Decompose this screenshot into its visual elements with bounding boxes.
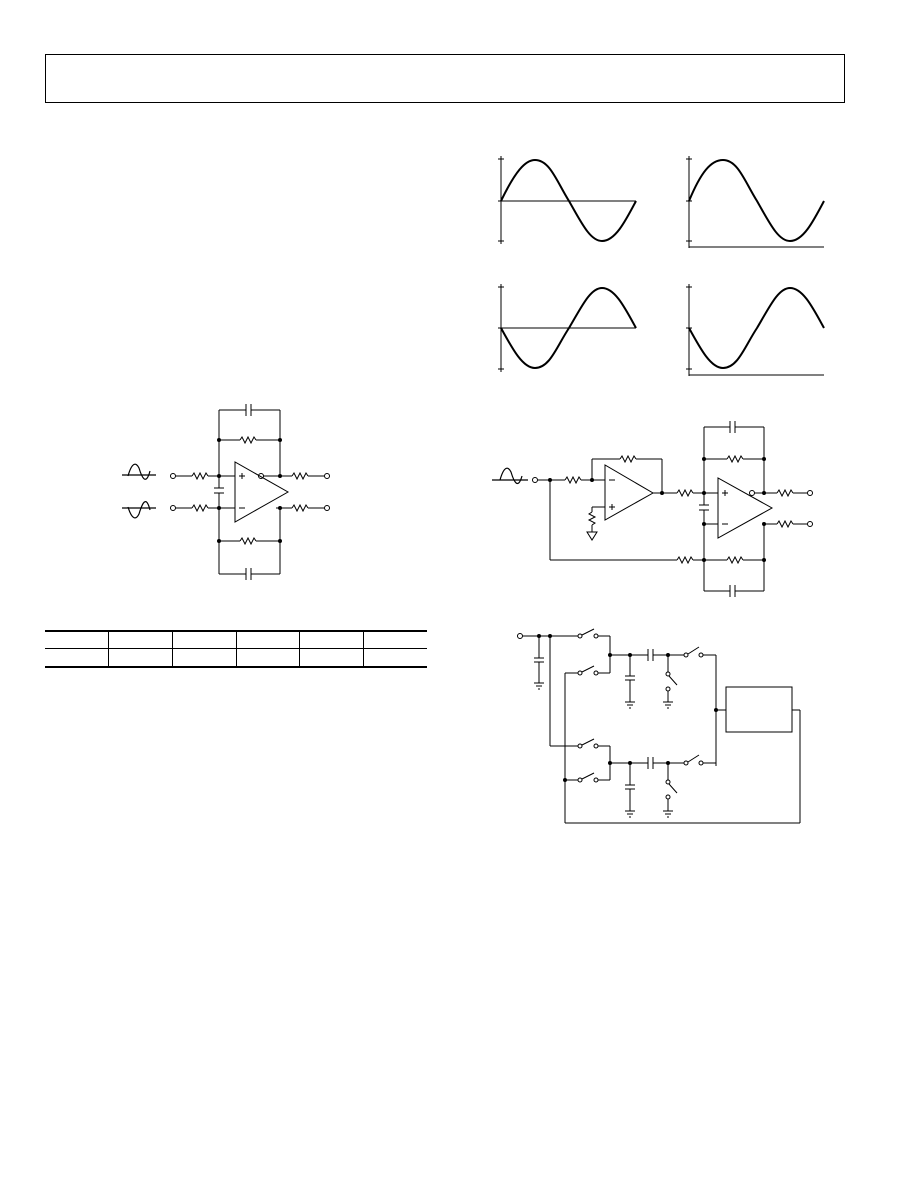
switched-capacitor-circuit xyxy=(510,628,810,828)
opamp-icon xyxy=(717,477,774,539)
sine-source-icon xyxy=(122,464,156,479)
waveform-top-right xyxy=(683,152,833,248)
header-box xyxy=(45,54,845,103)
ground-icon xyxy=(586,531,598,541)
sine-curve xyxy=(501,288,636,368)
waveform-bottom-right xyxy=(683,280,833,376)
sine-curve xyxy=(689,160,824,241)
resistor-icon xyxy=(240,538,256,544)
resistor-icon xyxy=(620,456,636,462)
resistor-icon xyxy=(777,521,793,527)
single-ended-to-differential-circuit xyxy=(490,420,830,598)
block-box xyxy=(726,687,792,732)
resistor-icon xyxy=(292,505,308,511)
data-table xyxy=(45,630,427,668)
resistor-icon xyxy=(292,473,308,479)
opamp-icon xyxy=(604,464,655,521)
waveform-top-left xyxy=(495,152,645,248)
resistor-icon xyxy=(565,477,581,483)
table-col-divider xyxy=(108,630,109,668)
table-col-divider xyxy=(299,630,300,668)
resistor-icon xyxy=(192,505,208,511)
sine-source-icon xyxy=(492,468,528,483)
differential-amplifier-circuit xyxy=(110,400,350,585)
table-col-divider xyxy=(236,630,237,668)
resistor-icon xyxy=(727,557,743,563)
waveform-bottom-left xyxy=(495,280,645,376)
sine-curve xyxy=(689,288,824,368)
table-col-divider xyxy=(172,630,173,668)
resistor-icon xyxy=(677,557,693,563)
opamp-icon xyxy=(234,461,290,523)
resistor-icon xyxy=(677,490,693,496)
resistor-icon xyxy=(192,473,208,479)
resistor-icon xyxy=(727,456,743,462)
sine-source-icon xyxy=(122,502,156,518)
sine-curve xyxy=(501,160,636,241)
resistor-icon xyxy=(240,437,256,443)
table-col-divider xyxy=(363,630,364,668)
resistor-icon xyxy=(589,512,595,525)
resistor-icon xyxy=(777,490,793,496)
